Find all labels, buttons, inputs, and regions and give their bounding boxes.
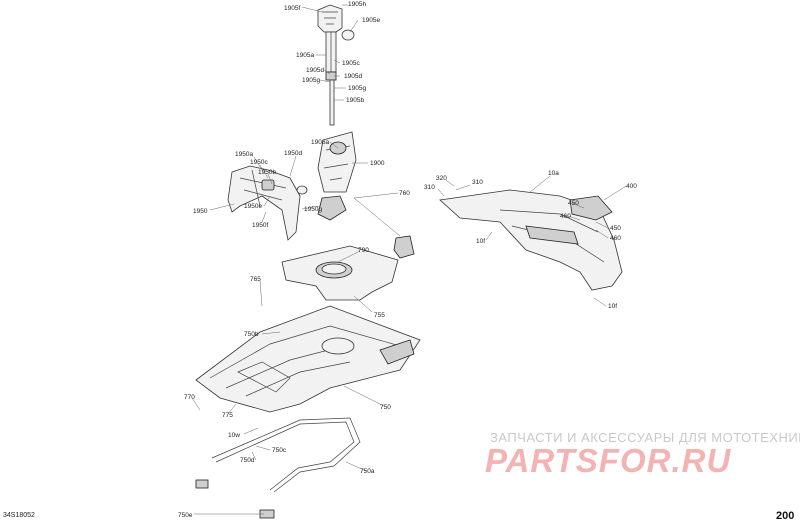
callout-1950d: 1950d <box>284 150 302 157</box>
callout-790: 790 <box>358 247 369 254</box>
callout-1950: 1950 <box>193 208 208 215</box>
callout-1905b: 1905b <box>346 97 364 104</box>
callout-450-lower: 450 <box>610 225 621 232</box>
callout-750b: 750b <box>244 331 259 338</box>
callout-460-lower: 460 <box>610 235 621 242</box>
steering-column-assembly <box>317 4 357 193</box>
callout-450-upper: 450 <box>568 200 579 207</box>
page-number: 200 <box>776 510 795 522</box>
callout-10w: 10w <box>228 432 240 439</box>
callout-1950a: 1950a <box>235 151 253 158</box>
callout-770: 770 <box>184 394 195 401</box>
floor-mat-755 <box>281 245 399 301</box>
callout-1905e: 1905e <box>362 17 380 24</box>
floor-tray-750 <box>195 305 421 413</box>
callout-1906a: 1906a <box>311 139 329 146</box>
callout-1950e: 1950e <box>244 203 262 210</box>
callout-1905d-upper: 1905d <box>306 67 324 74</box>
diagram-reference-code: 34S18052 <box>3 512 35 519</box>
footwell-mat-10a <box>439 189 623 291</box>
callout-1905g-right: 1905g <box>348 85 366 92</box>
callout-1950b: 1950b <box>258 169 276 176</box>
seal-strip-750a <box>211 417 361 493</box>
callout-1950f: 1950f <box>252 222 268 229</box>
part-760 <box>393 235 415 259</box>
callout-400: 400 <box>626 183 637 190</box>
callout-320: 320 <box>436 175 447 182</box>
callout-10f-left: 10f <box>476 238 485 245</box>
callout-1905h: 1905h <box>348 1 366 8</box>
callout-1950g: 1950g <box>304 206 322 213</box>
callout-310-right: 310 <box>472 179 483 186</box>
leader-lines <box>191 4 627 515</box>
watermark-brand: PARTSFOR.RU <box>485 442 732 479</box>
callout-1905c: 1905c <box>342 60 360 67</box>
callout-765: 765 <box>250 276 261 283</box>
callout-310-left: 310 <box>424 184 435 191</box>
callout-1905g-left: 1905g <box>302 77 320 84</box>
callout-1900: 1900 <box>370 160 385 167</box>
callout-460-upper: 460 <box>560 213 571 220</box>
callout-750c: 750c <box>272 447 287 454</box>
callout-750a: 750a <box>360 468 375 475</box>
callout-755: 755 <box>374 312 385 319</box>
callout-750: 750 <box>380 404 391 411</box>
watermark-tagline: ЗАПЧАСТИ И АКСЕССУАРЫ ДЛЯ МОТОТЕХНИКИ <box>490 430 800 445</box>
callout-labels: 1905f 1905h 1905e 1905a 1905c 1905d 1905… <box>178 1 637 519</box>
callout-10a: 10a <box>548 170 559 177</box>
callout-1905a: 1905a <box>296 52 314 59</box>
clip-750e-left <box>195 479 209 489</box>
callout-1950c: 1950c <box>250 159 268 166</box>
seal-strip-inner <box>215 421 355 491</box>
callout-750e: 750e <box>178 512 193 519</box>
callout-1905f: 1905f <box>284 5 300 12</box>
callout-775: 775 <box>222 412 233 419</box>
callout-760: 760 <box>399 190 410 197</box>
console-bracket-assembly <box>227 165 347 241</box>
callout-1905d-lower: 1905d <box>344 73 362 80</box>
callout-10f-right: 10f <box>608 303 617 310</box>
callout-750d: 750d <box>240 457 255 464</box>
